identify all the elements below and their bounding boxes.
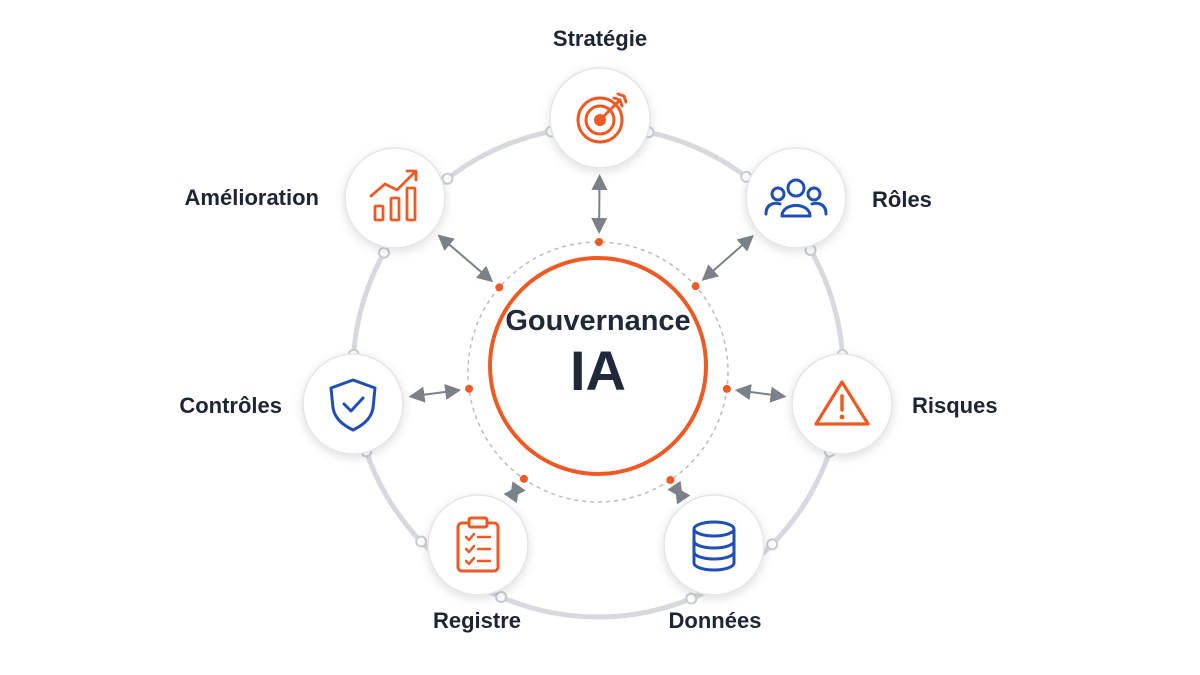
double-arrow-connector [701,234,754,281]
clipboard-checklist-icon [456,516,500,573]
ring-connector-dot [685,592,698,605]
label-strategie: Stratégie [553,26,647,51]
double-arrow-connector [437,234,494,283]
double-arrow-connector [667,480,691,505]
ring-dot [519,474,528,483]
ring-connector-dot [441,172,454,185]
node-amelioration: Amélioration [185,147,446,249]
node-roles: Rôles [745,147,932,249]
shield-check-icon [329,378,377,432]
dashed-ring [467,241,729,503]
label-amelioration: Amélioration [185,185,319,210]
double-arrow-connector [408,384,462,403]
node-registre: Registre [427,494,529,633]
label-risques: Risques [912,393,998,418]
growth-chart-icon [369,169,418,222]
node-circle [663,494,765,596]
label-roles: Rôles [872,187,932,212]
database-icon [692,520,736,572]
node-donnees: Données [663,494,765,633]
label-registre: Registre [433,608,521,633]
ring-dot [595,238,604,247]
ring-connector-dot [766,538,779,551]
ring-dot [722,384,731,393]
node-strategie: Stratégie [549,26,651,169]
warning-icon [814,380,870,426]
node-risques: Risques [791,353,998,455]
ring-dot [495,283,504,292]
ring-dot [465,384,474,393]
target-icon [576,92,628,144]
node-controles: Contrôles [179,353,404,455]
ring-connector-dot [495,591,508,604]
double-arrow-connector [503,481,526,504]
ring-dot [691,282,700,291]
double-arrow-connector [734,384,787,403]
ring-connector-dot [378,246,391,259]
label-donnees: Données [669,608,762,633]
users-icon [764,178,828,218]
label-controles: Contrôles [179,393,282,418]
center-title: Gouvernance [505,305,690,337]
node-circle [302,353,404,455]
node-circle [745,147,847,249]
center-circle [488,256,708,476]
center-subtitle: IA [570,339,626,402]
ring-dot [666,475,675,484]
node-circle [427,494,529,596]
ring-connector-dot [415,535,428,548]
